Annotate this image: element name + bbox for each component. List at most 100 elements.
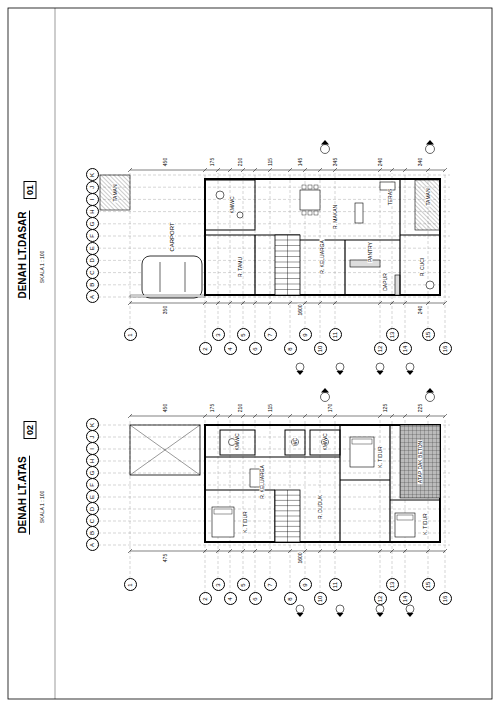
room-name: KM/WC bbox=[230, 195, 235, 214]
title-strip-line bbox=[55, 8, 56, 699]
dimension-tick bbox=[390, 301, 394, 305]
grid-line bbox=[98, 497, 450, 498]
grid-label: 3 bbox=[215, 333, 221, 336]
dimension-tick bbox=[443, 168, 447, 172]
dimension-tick bbox=[228, 549, 232, 553]
grid-label: H bbox=[89, 209, 95, 213]
grid-label: 9 bbox=[302, 583, 308, 586]
dimension-tick bbox=[253, 168, 257, 172]
pillow bbox=[397, 515, 413, 520]
grid-label: 11 bbox=[332, 582, 338, 588]
section-arrow bbox=[377, 613, 384, 617]
grid-line bbox=[98, 187, 450, 188]
grid-bubble: 11 bbox=[329, 329, 342, 342]
wall bbox=[300, 239, 400, 240]
grid-bubble: 15 bbox=[422, 329, 435, 342]
grid-bubble: 9 bbox=[299, 579, 312, 592]
room-name: CARPORT bbox=[169, 221, 175, 252]
room-name: TAMAN bbox=[426, 187, 431, 206]
stair-handrail bbox=[287, 235, 288, 295]
dimension-tick bbox=[426, 168, 430, 172]
section-marker bbox=[336, 363, 344, 371]
grid-bubble: 11 bbox=[329, 579, 342, 592]
dimension-tick bbox=[333, 168, 337, 172]
dimension-tick bbox=[378, 168, 382, 172]
grid-line bbox=[270, 419, 271, 579]
grid-label: E bbox=[89, 246, 95, 250]
section-marker bbox=[321, 393, 330, 402]
dimension-tick bbox=[253, 301, 257, 305]
roof-deck-hatch bbox=[400, 425, 440, 498]
scale-note: SKALA 1 : 100 bbox=[40, 490, 45, 525]
dimension-tick bbox=[128, 414, 132, 418]
wall bbox=[254, 235, 255, 295]
dimension: 210 bbox=[238, 403, 243, 413]
grid-line bbox=[445, 173, 446, 343]
washing-machine bbox=[426, 281, 434, 289]
dimension-tick bbox=[318, 301, 322, 305]
bed bbox=[395, 513, 415, 537]
dimension-tick bbox=[443, 414, 447, 418]
drawing-number: 02 bbox=[24, 421, 37, 439]
grid-label: 16 bbox=[442, 596, 448, 603]
grid-bubble: 13 bbox=[386, 329, 399, 342]
room-name: R. DUDUK bbox=[318, 494, 323, 520]
dimension: 450 bbox=[163, 403, 168, 413]
grid-bubble: F bbox=[86, 479, 99, 492]
dimension: 170 bbox=[328, 403, 333, 413]
grid-label: 1 bbox=[127, 333, 133, 336]
toilet bbox=[216, 191, 224, 199]
grid-label: E bbox=[89, 495, 95, 499]
outer-wall bbox=[205, 425, 440, 542]
grid-line bbox=[98, 437, 450, 438]
grid-label: 15 bbox=[425, 582, 431, 589]
room-name: TERAS bbox=[388, 188, 393, 207]
dimension-tick bbox=[268, 549, 272, 553]
section-arrow bbox=[426, 140, 434, 145]
dimension-tick bbox=[390, 549, 394, 553]
section-marker bbox=[376, 605, 384, 613]
grid-label: 7 bbox=[267, 583, 273, 586]
chair bbox=[302, 211, 306, 215]
grid-label: A bbox=[89, 543, 95, 547]
grid-bubble: E bbox=[86, 491, 99, 504]
grid-line bbox=[98, 236, 450, 237]
grid-line bbox=[405, 173, 406, 343]
dimension: 345 bbox=[333, 157, 338, 167]
dimension-tick bbox=[128, 168, 132, 172]
grid-bubble: 3 bbox=[212, 579, 225, 592]
grid-label: J bbox=[89, 186, 95, 189]
dimension-tick bbox=[203, 414, 207, 418]
grid-bubble: 7 bbox=[264, 579, 277, 592]
scale-note: SKALA 1 : 100 bbox=[40, 250, 45, 285]
grid-line bbox=[445, 419, 446, 593]
dimension-tick bbox=[288, 301, 292, 305]
bed bbox=[350, 437, 374, 467]
section-marker bbox=[376, 363, 384, 371]
grid-bubble: D bbox=[86, 503, 99, 516]
dimension: 175 bbox=[210, 403, 215, 413]
grid-bubble: 8 bbox=[284, 593, 297, 606]
dimension-tick bbox=[378, 414, 382, 418]
grid-label: 14 bbox=[402, 596, 408, 603]
grid-bubble: C bbox=[86, 515, 99, 528]
grid-label: 9 bbox=[302, 333, 308, 336]
dimension: 125 bbox=[383, 403, 388, 413]
room-name: K. TIDUR bbox=[423, 512, 428, 535]
bathroom-wall bbox=[220, 430, 255, 455]
car-rear-window bbox=[185, 262, 186, 292]
grid-bubble: 6 bbox=[249, 593, 262, 606]
dimension: 115 bbox=[268, 157, 273, 167]
dimension-tick bbox=[228, 414, 232, 418]
dimension-line bbox=[130, 303, 445, 304]
grid-line bbox=[98, 449, 450, 450]
section-marker bbox=[426, 393, 435, 402]
grid-label: G bbox=[89, 471, 95, 476]
dimension-tick bbox=[426, 414, 430, 418]
grid-label: D bbox=[89, 258, 95, 262]
stair-handrail bbox=[287, 490, 288, 542]
grid-bubble: 1 bbox=[124, 579, 137, 592]
dimension-tick bbox=[333, 549, 337, 553]
grid-bubble: K bbox=[86, 169, 99, 182]
